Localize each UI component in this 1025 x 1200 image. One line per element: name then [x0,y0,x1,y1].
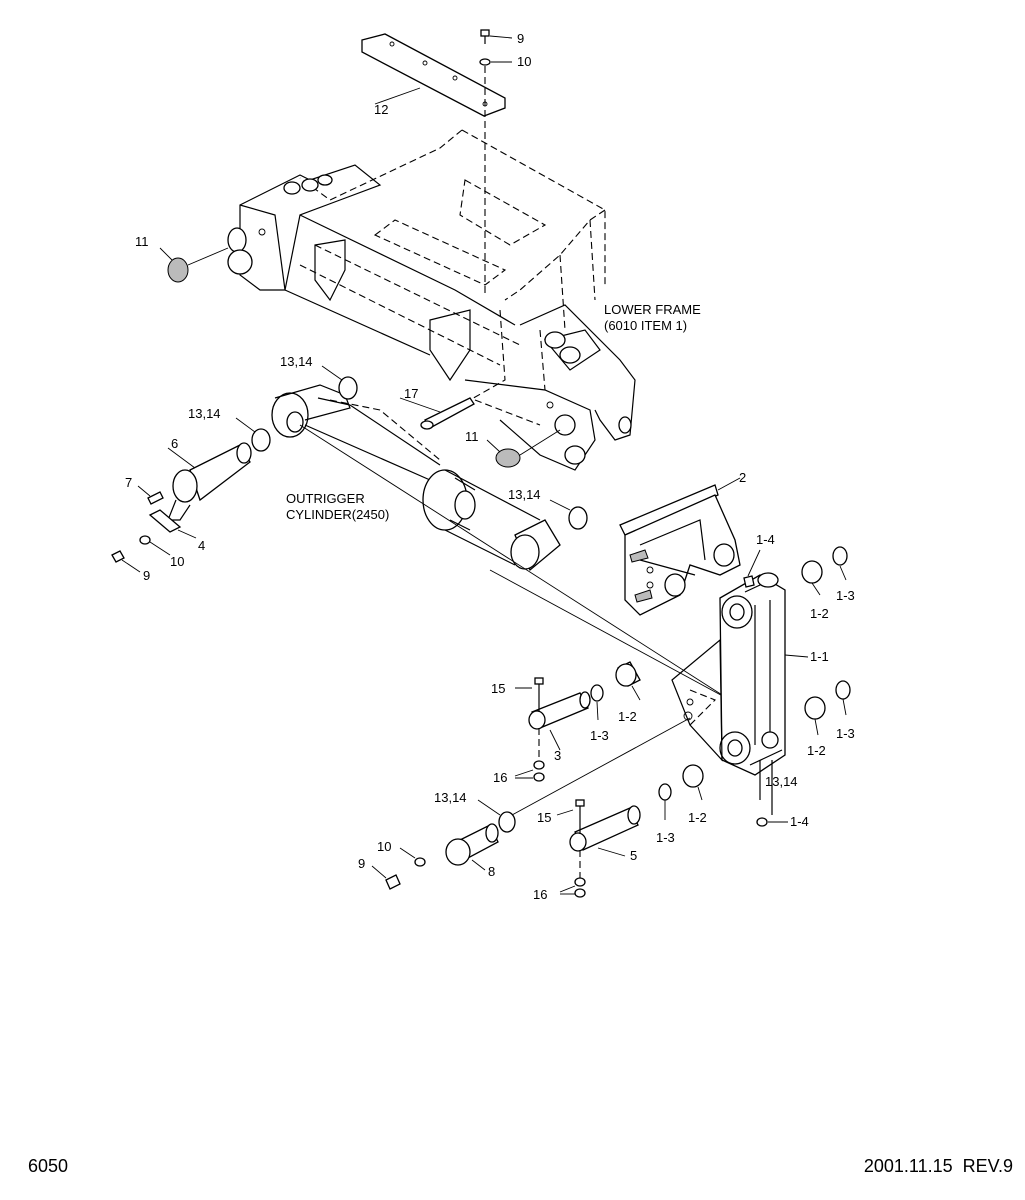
callout-1-3-low: 1-3 [656,830,675,845]
lower-frame [227,129,636,471]
washer-10-top [479,58,512,66]
callout-4: 4 [198,538,205,553]
ring-1-3-mid [590,684,604,702]
page-number: 6050 [28,1156,68,1176]
plate-12 [361,33,506,117]
callout-13-14-a: 13,14 [280,354,313,369]
callout-16-a: 16 [493,770,507,785]
callout-2: 2 [739,470,746,485]
o-ring-13-14-a [338,376,358,400]
ring-1-3-low [658,783,672,801]
callout-1-3-right2: 1-3 [836,726,855,741]
callout-1-2-top-right: 1-2 [810,606,829,621]
callout-13-14-b: 13,14 [188,406,221,421]
callout-3: 3 [554,748,561,763]
bolt-15-a [515,677,544,712]
bracket-2 [619,477,741,616]
lower-frame-label-2: (6010 ITEM 1) [604,318,687,333]
o-ring-13-14-b [251,428,271,452]
callout-13-14-d: 13,14 [765,774,798,789]
bush-1-2-low [682,764,704,801]
pin-5 [569,805,641,857]
callout-9-top: 9 [517,31,524,46]
o-ring-13-14-c [568,506,588,530]
revision-stamp: 2001.11.15 REV.9 [864,1156,1013,1176]
link-1-1 [671,572,809,815]
outrigger-cylinder [271,384,731,701]
callout-1-1: 1-1 [810,649,829,664]
callout-11-left: 11 [135,234,149,249]
callout-1-2-mid: 1-2 [618,709,637,724]
plate-4 [148,509,197,539]
bush-1-2-mid [615,661,641,701]
bolt-7 [137,485,164,505]
nuts-16-b [559,850,586,898]
callout-10-top: 10 [517,54,531,69]
nuts-16-a [514,728,545,782]
callout-9-bottom: 9 [358,856,365,871]
pin-8 [445,823,499,871]
callout-6: 6 [171,436,178,451]
callout-1-2-right2: 1-2 [807,743,826,758]
callout-12: 12 [374,102,388,117]
callout-16-b: 16 [533,887,547,902]
callout-9-left: 9 [143,568,150,583]
bush-1-2-top-right [801,560,823,596]
callout-13-14-c: 13,14 [508,487,541,502]
pad-11-left [159,247,229,283]
bolt-9-bottom [371,865,401,890]
bolt-15-b [556,799,585,834]
callout-15-a: 15 [491,681,505,696]
pin-17 [399,397,541,430]
cylinder-label-2: CYLINDER(2450) [286,507,389,522]
washer-10-left [139,535,171,556]
callout-15-b: 15 [537,810,551,825]
washer-10-bottom [399,847,426,867]
callout-17: 17 [404,386,418,401]
pad-11-right [486,429,561,468]
callout-10-left: 10 [170,554,184,569]
callout-11-right: 11 [465,429,479,444]
pin-6 [167,442,252,521]
bolt-9-left [111,550,141,573]
fitting-1-4-bottom [756,817,788,827]
callout-10-bottom: 10 [377,839,391,854]
callout-1-3-top-right: 1-3 [836,588,855,603]
callout-13-14-e: 13,14 [434,790,467,805]
ring-1-3-right2 [835,680,851,700]
callout-5: 5 [630,848,637,863]
cylinder-label-1: OUTRIGGER [286,491,365,506]
callout-1-4-top: 1-4 [756,532,775,547]
fitting-1-4-top [743,549,761,588]
callout-7: 7 [125,475,132,490]
o-ring-13-14-d [498,811,516,833]
callout-8: 8 [488,864,495,879]
callout-1-3-mid: 1-3 [590,728,609,743]
bolt-9-top [480,29,513,44]
bush-1-2-right2 [804,696,826,736]
lower-frame-label-1: LOWER FRAME [604,302,701,317]
callout-1-2-low: 1-2 [688,810,707,825]
pin-3 [528,691,591,751]
callout-1-4-bottom: 1-4 [790,814,809,829]
ring-1-3-top-right [832,546,848,566]
